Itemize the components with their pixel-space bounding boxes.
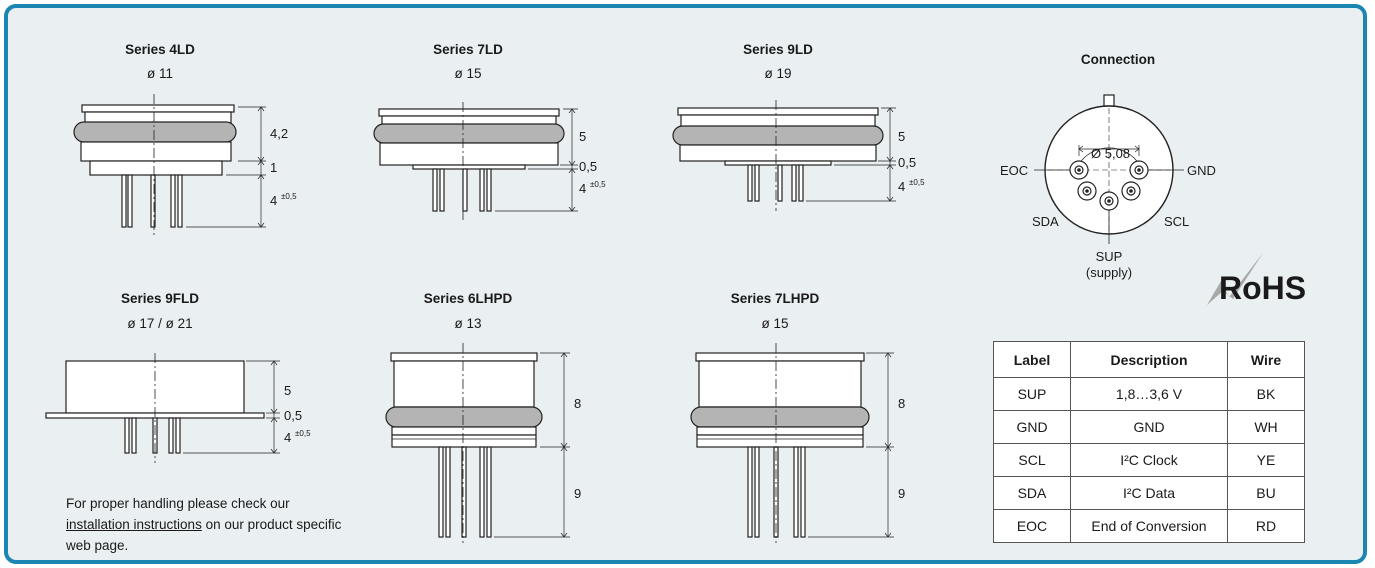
header-description: Description xyxy=(1070,341,1228,378)
note-text-before: For proper handling please check our xyxy=(66,496,290,511)
series-6lhpd-drawing xyxy=(385,343,570,543)
pin-label-sup-note: (supply) xyxy=(1086,265,1132,280)
table-row: SUP 1,8…3,6 V BK xyxy=(993,377,1305,411)
series-9ld-title: Series 9LD xyxy=(743,42,813,57)
header-label: Label xyxy=(993,341,1071,378)
pin-label-eoc: EOC xyxy=(1000,163,1028,178)
series-7lhpd-title: Series 7LHPD xyxy=(730,291,820,306)
cell-description: I²C Clock xyxy=(1070,443,1228,477)
series-7lhpd-drawing xyxy=(690,343,894,543)
series-9fld-title: Series 9FLD xyxy=(120,291,200,306)
connection-pinout-drawing xyxy=(1034,94,1184,244)
cell-wire: RD xyxy=(1227,509,1305,543)
table-row: SCL I²C Clock YE xyxy=(993,443,1305,477)
cell-wire: WH xyxy=(1227,410,1305,444)
header-wire: Wire xyxy=(1227,341,1305,378)
cell-description: End of Conversion xyxy=(1070,509,1228,543)
rohs-logo: RoHS xyxy=(1207,253,1306,306)
cell-wire: BK xyxy=(1227,377,1305,411)
series-6lhpd-diameter: ø 13 xyxy=(454,316,482,331)
series-7ld-dim-flange: 0,5 xyxy=(579,159,597,174)
cell-label: SCL xyxy=(993,443,1071,477)
svg-text:RoHS: RoHS xyxy=(1219,270,1306,306)
series-9ld-dim-pins: 4 xyxy=(898,179,905,194)
series-9ld-diameter: ø 19 xyxy=(764,66,792,81)
datasheet-panel: Series 4LD ø 11 Series 7LD ø 15 Series 9… xyxy=(4,4,1367,564)
table-row: GND GND WH xyxy=(993,410,1305,444)
series-4ld-dim-height: 4,2 xyxy=(270,126,288,141)
connection-title: Connection xyxy=(1080,52,1156,67)
table-row: SDA I²C Data BU xyxy=(993,476,1305,510)
sensor-drawings: 4,2 1 4 ±0,5 5 0,5 4 ±0,5 5 0,5 4 ±0,5 5… xyxy=(45,94,1216,543)
series-4ld-dim-pins: 4 xyxy=(270,193,277,208)
cell-label: GND xyxy=(993,410,1071,444)
series-7ld-dim-tol: ±0,5 xyxy=(590,180,606,189)
series-9ld-dim-height: 5 xyxy=(898,129,905,144)
handling-note: For proper handling please check our ins… xyxy=(66,493,356,556)
series-7lhpd-diameter: ø 15 xyxy=(761,316,789,331)
wire-assignment-table: Label Description Wire SUP 1,8…3,6 V BK … xyxy=(993,341,1305,543)
series-7lhpd-dim-pins: 9 xyxy=(898,486,905,501)
series-9ld-drawing xyxy=(672,100,896,211)
series-6lhpd-dim-pins: 9 xyxy=(574,486,581,501)
cell-description: GND xyxy=(1070,410,1228,444)
pin-label-scl: SCL xyxy=(1164,214,1189,229)
installation-instructions-link[interactable]: installation instructions xyxy=(66,517,202,532)
series-9fld-dim-pins: 4 xyxy=(284,430,291,445)
cell-label: SDA xyxy=(993,476,1071,510)
series-9fld-dim-tol: ±0,5 xyxy=(295,429,311,438)
cell-label: SUP xyxy=(993,377,1071,411)
series-9ld-dim-flange: 0,5 xyxy=(898,155,916,170)
series-9fld-diameter: ø 17 / ø 21 xyxy=(127,316,193,331)
series-7ld-title: Series 7LD xyxy=(433,42,503,57)
series-6lhpd-title: Series 6LHPD xyxy=(423,291,513,306)
cell-description: 1,8…3,6 V xyxy=(1070,377,1228,411)
series-9fld-drawing xyxy=(45,353,280,463)
connection-pitch-label: Ø 5,08 xyxy=(1091,146,1130,161)
series-9fld-dim-flange: 0,5 xyxy=(284,408,302,423)
note-text-after: on our product specific web page. xyxy=(66,517,342,553)
pin-label-gnd: GND xyxy=(1187,163,1216,178)
series-7ld-diameter: ø 15 xyxy=(454,66,482,81)
series-7ld-dim-height: 5 xyxy=(579,129,586,144)
pin-label-sda: SDA xyxy=(1032,214,1059,229)
series-9ld-dim-tol: ±0,5 xyxy=(909,178,925,187)
series-4ld-dim-tol: ±0,5 xyxy=(281,192,297,201)
cell-wire: BU xyxy=(1227,476,1305,510)
pin-label-sup: SUP xyxy=(1096,249,1123,264)
series-6lhpd-dim-body: 8 xyxy=(574,396,581,411)
series-4ld-title: Series 4LD xyxy=(125,42,195,57)
table-header-row: Label Description Wire xyxy=(993,341,1305,378)
cell-description: I²C Data xyxy=(1070,476,1228,510)
series-4ld-diameter: ø 11 xyxy=(146,66,173,81)
series-7ld-drawing xyxy=(373,102,578,221)
cell-label: EOC xyxy=(993,509,1071,543)
series-4ld-drawing xyxy=(73,94,266,236)
series-7lhpd-dim-body: 8 xyxy=(898,396,905,411)
cell-wire: YE xyxy=(1227,443,1305,477)
table-row: EOC End of Conversion RD xyxy=(993,509,1305,543)
series-4ld-dim-flange: 1 xyxy=(270,160,277,175)
series-7ld-dim-pins: 4 xyxy=(579,181,586,196)
series-9fld-dim-height: 5 xyxy=(284,383,291,398)
